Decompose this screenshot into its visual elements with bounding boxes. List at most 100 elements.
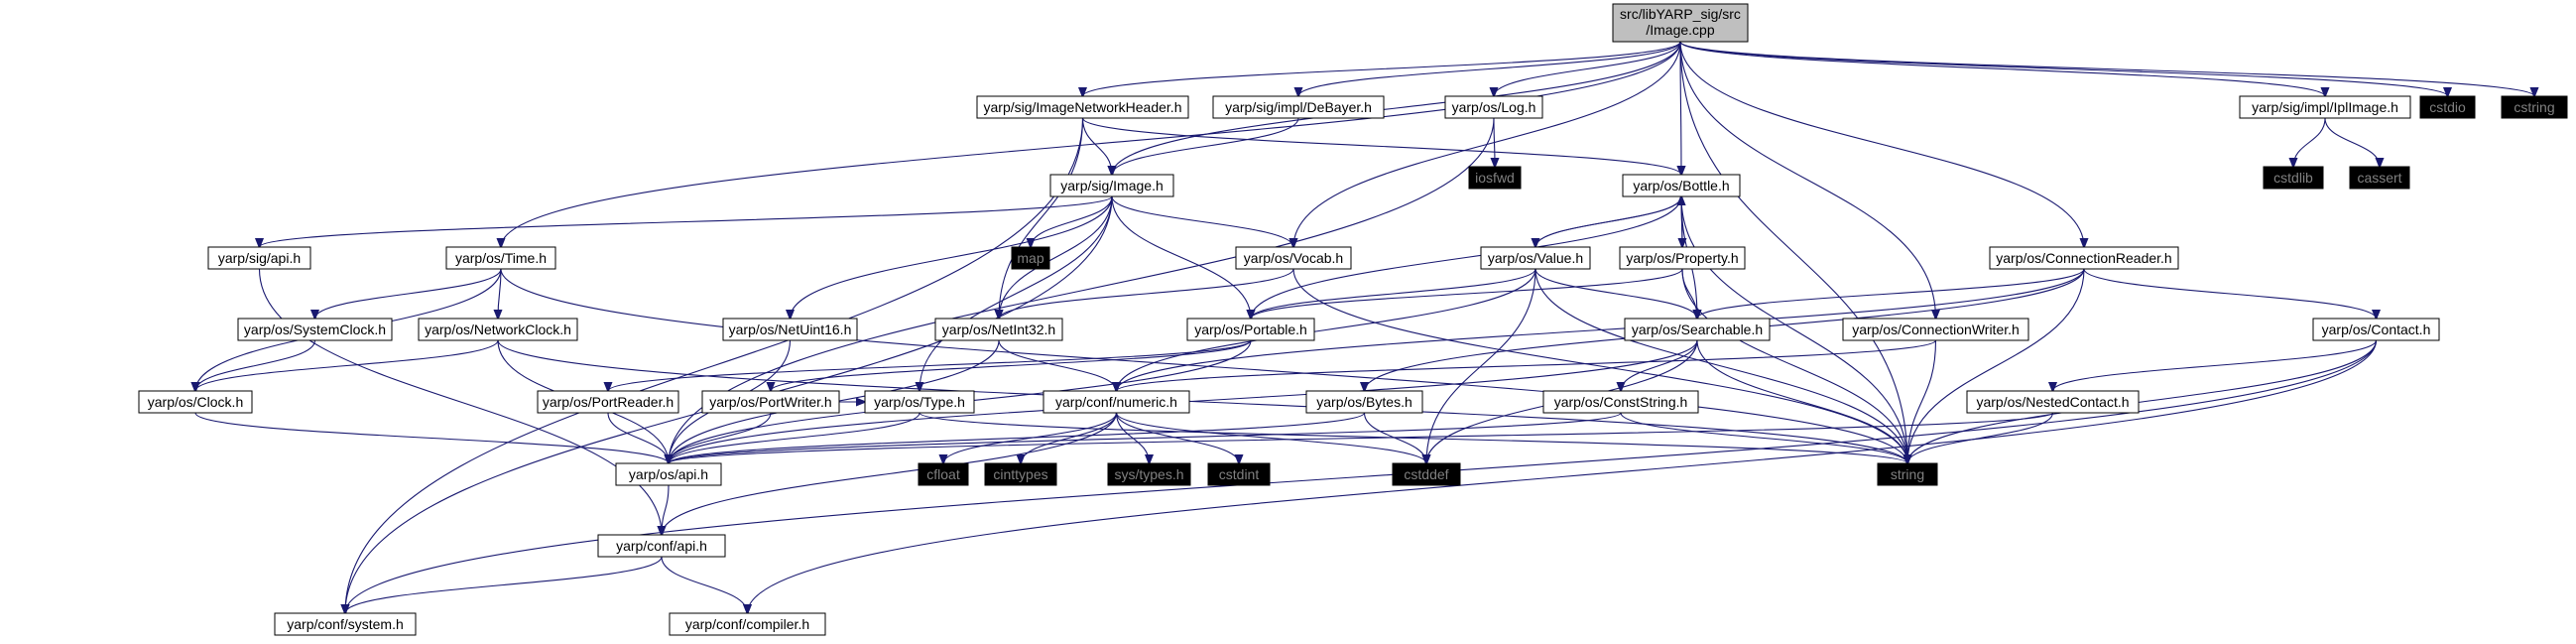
node-yarp-os-contact-h[interactable]: yarp/os/Contact.h — [2312, 318, 2440, 341]
edge-Bottle-to-string — [1680, 195, 1907, 463]
node-string: string — [1877, 462, 1938, 486]
node-yarp-os-log-h[interactable]: yarp/os/Log.h — [1444, 95, 1543, 119]
edge-root-to-IplImage — [1679, 41, 2325, 96]
node-label: yarp/os/NetUint16.h — [729, 322, 852, 337]
node-label: yarp/os/NetInt32.h — [942, 322, 1055, 337]
edge-ConnectionReader-to-Contact — [2083, 268, 2377, 319]
edge-Portable-to-PortWriter — [771, 339, 1252, 391]
edge-NestedContact-to-string — [1907, 412, 2054, 463]
edge-numeric-to-cfloat — [943, 412, 1118, 463]
node-yarp-conf-api-h[interactable]: yarp/conf/api.h — [597, 534, 726, 558]
node-yarp-os-nestedcontact-h[interactable]: yarp/os/NestedContact.h — [1966, 390, 2140, 414]
node-yarp-os-time-h[interactable]: yarp/os/Time.h — [445, 246, 556, 270]
root-file-label-1: src/libYARP_sig/src — [1620, 6, 1741, 22]
node-label: cstdio — [2429, 99, 2466, 115]
node-yarp-conf-system-h[interactable]: yarp/conf/system.h — [274, 612, 417, 636]
node-yarp-sig-api-h[interactable]: yarp/sig/api.h — [207, 246, 311, 270]
edge-Time-to-string — [500, 268, 1907, 463]
node-yarp-os-type-h[interactable]: yarp/os/Type.h — [864, 390, 975, 414]
node-box — [1011, 246, 1050, 270]
edge-IplImage-to-cstdlib — [2293, 117, 2326, 167]
node-box — [274, 612, 417, 636]
node-yarp-os-bytes-h[interactable]: yarp/os/Bytes.h — [1305, 390, 1423, 414]
node-box — [1622, 174, 1741, 197]
node-box — [418, 318, 578, 341]
node-box — [615, 462, 722, 486]
edge-Image-to-NetUint16 — [791, 195, 1113, 319]
edge-ConnectionWriter-to-numeric — [1117, 339, 1937, 391]
node-label: map — [1017, 250, 1043, 266]
node-box — [1107, 462, 1191, 486]
node-yarp-os-portable-h[interactable]: yarp/os/Portable.h — [1186, 318, 1315, 341]
node-yarp-os-value-h[interactable]: yarp/os/Value.h — [1480, 246, 1591, 270]
node-label: cassert — [2357, 170, 2401, 186]
node-label: yarp/conf/api.h — [616, 538, 707, 554]
node-yarp-conf-numeric-h[interactable]: yarp/conf/numeric.h — [1043, 390, 1190, 414]
edge-root-to-ImageNetworkHeader — [1083, 41, 1681, 96]
edge-Bytes-to-osapi — [669, 412, 1366, 463]
edge-ImageNetworkHeader-to-Bottle — [1081, 117, 1682, 175]
node-cinttypes: cinttypes — [984, 462, 1057, 486]
node-box — [1207, 462, 1271, 486]
edge-NetworkClock-to-string — [497, 339, 1907, 463]
node-yarp-sig-image-h[interactable]: yarp/sig/Image.h — [1049, 174, 1174, 197]
node-label: yarp/sig/impl/IplImage.h — [2252, 99, 2398, 115]
node-iosfwd: iosfwd — [1468, 166, 1522, 190]
node-label: cfloat — [926, 466, 960, 482]
node-yarp-os-netuint16-h[interactable]: yarp/os/NetUint16.h — [722, 318, 858, 341]
node-label: yarp/os/ConstString.h — [1554, 394, 1688, 410]
node-yarp-os-networkclock-h[interactable]: yarp/os/NetworkClock.h — [418, 318, 578, 341]
node-label: yarp/os/Searchable.h — [1632, 322, 1763, 337]
node-yarp-conf-compiler-h[interactable]: yarp/conf/compiler.h — [669, 612, 826, 636]
edge-Value-to-Searchable — [1534, 268, 1697, 319]
node-box — [1235, 246, 1352, 270]
node-label: yarp/os/ConnectionWriter.h — [1852, 322, 2020, 337]
node-box — [1542, 390, 1699, 414]
node-yarp-os-bottle-h[interactable]: yarp/os/Bottle.h — [1622, 174, 1741, 197]
node-label: yarp/os/Time.h — [455, 250, 547, 266]
node-box — [2501, 95, 2568, 119]
node-label: yarp/os/PortReader.h — [543, 394, 674, 410]
edge-numeric-to-confapi — [662, 412, 1118, 535]
edge-Image-to-Vocab — [1111, 195, 1293, 247]
edge-NestedContact-to-osapi — [669, 412, 2054, 463]
node-yarp-os-api-h[interactable]: yarp/os/api.h — [615, 462, 722, 486]
node-yarp-os-connectionwriter-h[interactable]: yarp/os/ConnectionWriter.h — [1842, 318, 2029, 341]
node-yarp-sig-impl-iplimage-h[interactable]: yarp/sig/impl/IplImage.h — [2239, 95, 2411, 119]
edge-root-to-string — [1679, 41, 1907, 463]
node-label: yarp/conf/numeric.h — [1055, 394, 1177, 410]
node-box — [2239, 95, 2411, 119]
node-yarp-sig-impl-debayer-h[interactable]: yarp/sig/impl/DeBayer.h — [1212, 95, 1385, 119]
node-cstring: cstring — [2501, 95, 2568, 119]
node-yarp-os-netint32-h[interactable]: yarp/os/NetInt32.h — [934, 318, 1063, 341]
node-yarp-os-vocab-h[interactable]: yarp/os/Vocab.h — [1235, 246, 1352, 270]
edge-Contact-to-NestedContact — [2053, 339, 2378, 391]
node-map: map — [1011, 246, 1050, 270]
node-box — [1392, 462, 1461, 486]
node-label: yarp/os/Log.h — [1452, 99, 1536, 115]
node-yarp-os-portwriter-h[interactable]: yarp/os/PortWriter.h — [701, 390, 840, 414]
node-yarp-os-clock-h[interactable]: yarp/os/Clock.h — [138, 390, 253, 414]
node-yarp-os-property-h[interactable]: yarp/os/Property.h — [1619, 246, 1746, 270]
edge-Property-to-Searchable — [1681, 268, 1697, 319]
node-box — [1212, 95, 1385, 119]
node-box — [864, 390, 975, 414]
node-box — [1186, 318, 1315, 341]
node-yarp-os-connectionreader-h[interactable]: yarp/os/ConnectionReader.h — [1989, 246, 2179, 270]
edge-numeric-to-cinttypes — [1021, 412, 1118, 463]
edge-Value-to-cstddef — [1426, 268, 1536, 463]
node-yarp-os-searchable-h[interactable]: yarp/os/Searchable.h — [1624, 318, 1771, 341]
node-yarp-os-systemclock-h[interactable]: yarp/os/SystemClock.h — [237, 318, 393, 341]
node-src-libyarp-sig-src-image-cpp[interactable]: src/libYARP_sig/src/Image.cpp — [1612, 3, 1749, 43]
node-label: cstring — [2514, 99, 2554, 115]
node-yarp-os-portreader-h[interactable]: yarp/os/PortReader.h — [537, 390, 679, 414]
edge-confapi-to-system — [345, 556, 663, 613]
edge-Type-to-string — [919, 412, 1907, 463]
node-yarp-sig-imagenetworkheader-h[interactable]: yarp/sig/ImageNetworkHeader.h — [976, 95, 1189, 119]
node-label: string — [1891, 466, 1924, 482]
node-label: yarp/sig/api.h — [218, 250, 301, 266]
node-yarp-os-conststring-h[interactable]: yarp/os/ConstString.h — [1542, 390, 1699, 414]
node-label: yarp/os/Vocab.h — [1244, 250, 1343, 266]
node-box — [1619, 246, 1746, 270]
edge-root-to-cstring — [1679, 41, 2534, 96]
